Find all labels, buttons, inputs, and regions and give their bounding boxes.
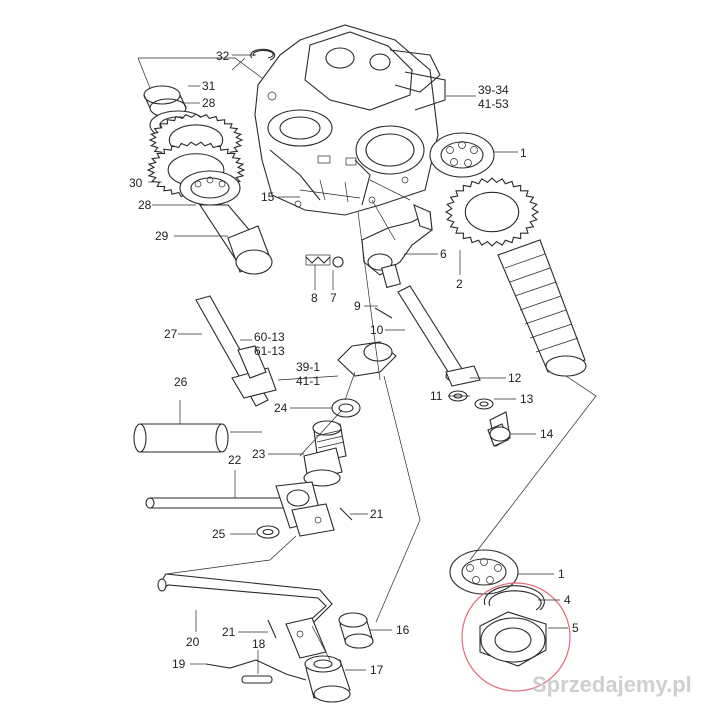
label-9: 9 xyxy=(354,299,361,313)
pin-21-lower xyxy=(267,619,277,639)
label-25: 25 xyxy=(212,527,226,541)
pinion-23 xyxy=(303,420,347,487)
label-30: 30 xyxy=(129,176,143,190)
label-21-upper: 21 xyxy=(370,507,384,521)
bushing-16 xyxy=(338,612,374,649)
watermark-text: Sprzedajemy.pl xyxy=(532,672,692,697)
label-1-upper: 1 xyxy=(520,146,527,160)
label-12: 12 xyxy=(508,371,522,385)
label-15: 15 xyxy=(261,190,275,204)
bearing-1-lower xyxy=(449,549,519,595)
roller-26 xyxy=(133,423,229,453)
label-29: 29 xyxy=(155,229,169,243)
label-11: 11 xyxy=(430,389,443,403)
label-19: 19 xyxy=(172,657,186,671)
label-61-13: 61-13 xyxy=(254,344,285,358)
label-20: 20 xyxy=(186,635,200,649)
seal-24 xyxy=(331,398,361,418)
label-7: 7 xyxy=(330,291,337,305)
label-22: 22 xyxy=(228,453,242,467)
rod-20 xyxy=(157,573,333,659)
assembly-lines xyxy=(137,57,597,661)
gear-2 xyxy=(444,177,540,247)
part-labels: 32 31 28 30 28 29 39-34 41-53 1 15 6 2 8… xyxy=(129,49,579,677)
label-23: 23 xyxy=(252,447,266,461)
label-6: 6 xyxy=(440,247,447,261)
label-28-upper: 28 xyxy=(202,96,216,110)
label-10: 10 xyxy=(370,323,384,337)
lever-boss xyxy=(337,341,397,377)
label-5: 5 xyxy=(572,621,579,635)
pin-18 xyxy=(241,675,273,684)
spring-detent xyxy=(305,254,344,268)
label-28-lower: 28 xyxy=(138,198,152,212)
label-2: 2 xyxy=(456,277,463,291)
gearbox-housing xyxy=(254,24,446,216)
shift-rod xyxy=(397,285,481,387)
pin-9 xyxy=(374,307,393,319)
shift-fork xyxy=(361,204,433,289)
sleeve-5 xyxy=(479,611,547,667)
label-24: 24 xyxy=(274,401,288,415)
label-4: 4 xyxy=(564,593,571,607)
label-39-34: 39-34 xyxy=(478,83,509,97)
leader-lines xyxy=(148,54,568,674)
label-16: 16 xyxy=(396,623,410,637)
shaft-22 xyxy=(145,481,335,537)
circlip-32 xyxy=(250,48,276,61)
label-8: 8 xyxy=(311,291,318,305)
watermark: Sprzedajemy.pl xyxy=(532,672,692,697)
label-1-lower: 1 xyxy=(558,567,565,581)
cable-19 xyxy=(205,659,307,681)
gear-shaft-right xyxy=(429,132,587,377)
label-17: 17 xyxy=(370,663,384,677)
label-41-1: 41-1 xyxy=(296,374,320,388)
highlight-circle xyxy=(461,582,571,692)
rod-27 xyxy=(195,295,277,407)
gear-2-hub xyxy=(464,191,520,233)
circlip-4 xyxy=(483,585,545,611)
label-41-53: 41-53 xyxy=(478,97,509,111)
label-21-lower: 21 xyxy=(222,625,236,639)
clip-25 xyxy=(256,525,280,539)
pin-21-upper xyxy=(339,507,353,521)
label-27: 27 xyxy=(164,327,178,341)
gear-cluster-left xyxy=(143,85,273,275)
label-13: 13 xyxy=(520,392,534,406)
washers-bolt xyxy=(448,390,511,447)
label-39-1: 39-1 xyxy=(296,360,320,374)
label-32: 32 xyxy=(216,49,230,63)
gear-2-teeth xyxy=(444,177,540,247)
label-26: 26 xyxy=(174,375,188,389)
coupling-17 xyxy=(304,655,351,703)
label-14: 14 xyxy=(540,427,554,441)
label-31: 31 xyxy=(202,79,216,93)
label-60-13: 60-13 xyxy=(254,330,285,344)
label-18: 18 xyxy=(252,637,266,651)
